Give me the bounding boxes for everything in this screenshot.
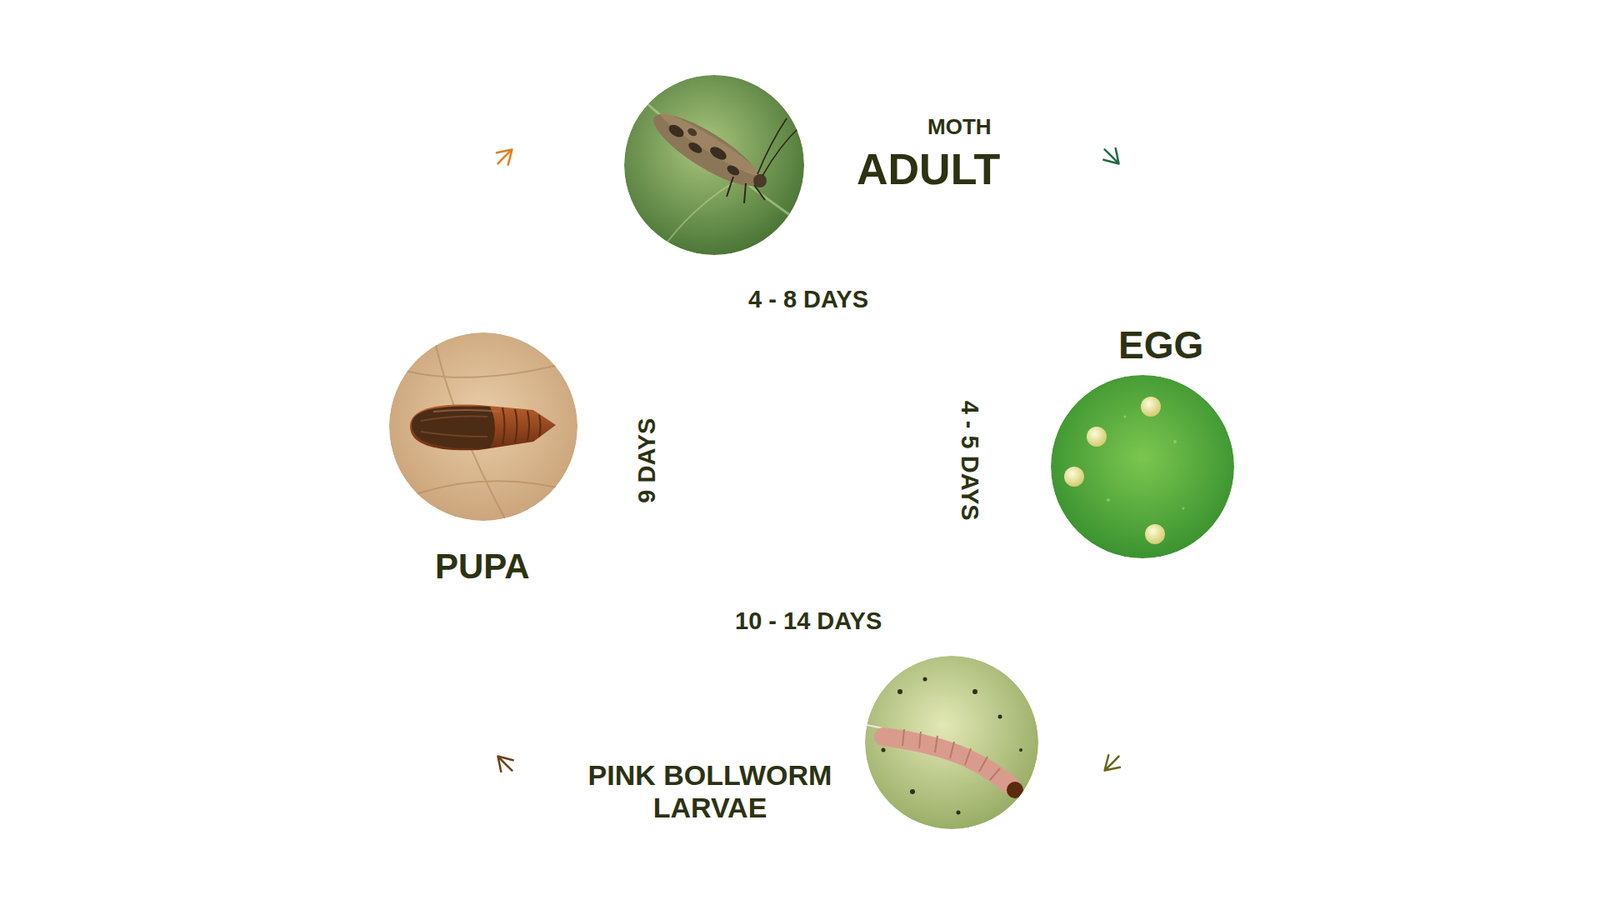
- stage-segment: EGG 4 - 5 DAYS: [915, 150, 1243, 770]
- duration-label: 4 - 8 DAYS: [748, 285, 869, 314]
- moth-photo-part: [645, 102, 769, 198]
- larva-photo-part: [998, 715, 1003, 720]
- larva-photo-part: [910, 789, 915, 795]
- larva-photo-part: [881, 748, 886, 753]
- stage-segment: MOTH ADULT 4 - 8 DAYS: [499, 25, 1118, 353]
- pupa-photo-part: [389, 332, 578, 521]
- larva-photo-part: [923, 677, 928, 682]
- egg-photo-part: [1064, 466, 1085, 487]
- moth-photo-part: [686, 126, 699, 138]
- pupa-photo-part: [410, 405, 556, 451]
- duration-label: 9 DAYS: [633, 417, 661, 503]
- moth-photo-part: [666, 122, 686, 140]
- moth-photo-part: [686, 140, 705, 155]
- pupa-photo-part: [411, 406, 495, 450]
- stage-label: EGG: [1118, 323, 1204, 368]
- pupa-photo-part: [391, 333, 584, 525]
- moth-photo-part: [707, 144, 729, 163]
- egg-photo-part: [1145, 524, 1165, 545]
- duration-band: 4 - 8 DAYS: [680, 255, 937, 355]
- segment-fill: [511, 30, 1105, 348]
- moth-photo-part: [645, 102, 769, 198]
- egg-photo-part: [1182, 507, 1185, 510]
- stage-label: MOTH: [927, 115, 992, 140]
- segment-border: [511, 30, 1105, 348]
- larva-photo-part: [897, 689, 903, 695]
- moth-photo-part: [633, 91, 805, 225]
- larva-photo-part: [865, 655, 1039, 830]
- band-shape: [685, 570, 932, 660]
- duration-band: 9 DAYS: [603, 331, 704, 589]
- duration-band: 10 - 14 DAYS: [680, 565, 937, 665]
- cycle-arrow: [1105, 755, 1120, 770]
- egg-photo-part: [1173, 440, 1177, 444]
- duration-label: 10 - 14 DAYS: [735, 607, 882, 635]
- duration-band: 4 - 5 DAYS: [913, 331, 1014, 589]
- band-shape: [918, 336, 1009, 584]
- segment-border: [379, 163, 696, 756]
- segment-border: [920, 163, 1238, 756]
- larva-photo-part: [972, 689, 978, 695]
- egg-photo-part: [1086, 426, 1107, 447]
- larva-photo-part: [1006, 781, 1024, 799]
- moth-photo-part: [725, 163, 741, 178]
- moth-photo-part: [726, 176, 765, 204]
- egg-photo-part: [1140, 396, 1161, 417]
- pupa-photo-part: [420, 416, 488, 437]
- segment-fill: [511, 572, 1105, 890]
- larva-photo-part: [902, 729, 1000, 780]
- segment-border: [511, 572, 1105, 890]
- larva-photo-part: [956, 810, 961, 815]
- moth-photo-part: [757, 118, 802, 176]
- cycle-arrow: [497, 756, 513, 772]
- stage-label: PUPA: [435, 546, 530, 587]
- egg-photo-part: [1124, 415, 1127, 419]
- cycle-arrow: [1103, 148, 1119, 164]
- stage-label: PINK BOLLWORM LARVAE: [568, 759, 852, 825]
- duration-label: 4 - 5 DAYS: [955, 400, 983, 520]
- larva-photo: [865, 655, 1039, 830]
- pupa-photo-part: [433, 410, 500, 412]
- egg-photo: [1050, 375, 1235, 559]
- pupa-photo-part: [502, 407, 541, 445]
- stage-segment: PINK BOLLWORM LARVAE 10 - 14 DAYS: [499, 567, 1118, 895]
- larva-photo-part: [1019, 748, 1023, 752]
- stage-segment: PUPA 9 DAYS: [374, 150, 701, 770]
- segment-fill: [920, 163, 1238, 756]
- segment-fill: [379, 163, 696, 756]
- moth-photo-part: [624, 75, 805, 255]
- pupa-photo: [389, 332, 584, 525]
- cycle-arrow: [496, 149, 512, 165]
- moth-photo: [624, 75, 805, 255]
- egg-photo-part: [1050, 375, 1235, 559]
- stage-label: ADULT: [856, 145, 1000, 195]
- egg-photo-part: [1106, 498, 1110, 502]
- moth-photo-part: [656, 106, 764, 181]
- band-shape: [685, 260, 932, 350]
- band-shape: [608, 336, 699, 584]
